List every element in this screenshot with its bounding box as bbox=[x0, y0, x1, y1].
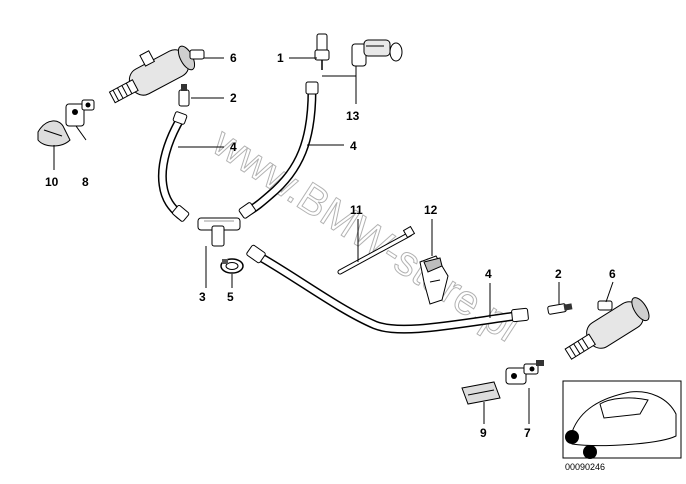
callout-6-lower: 6 bbox=[609, 267, 616, 281]
bracket-lower[interactable] bbox=[505, 360, 544, 385]
washer-pump-lower[interactable] bbox=[561, 294, 653, 366]
callout-4-top: 4 bbox=[350, 139, 357, 153]
check-valve-lower[interactable] bbox=[547, 303, 573, 315]
wiper-blade-left[interactable] bbox=[37, 120, 71, 147]
callout-3: 3 bbox=[199, 290, 206, 304]
callout-7: 7 bbox=[524, 426, 531, 440]
wiper-blade-lower[interactable] bbox=[461, 381, 501, 405]
cable-tie[interactable] bbox=[337, 225, 416, 275]
hose-top[interactable] bbox=[238, 81, 319, 219]
callout-4-right: 4 bbox=[485, 267, 492, 281]
callout-6-upper: 6 bbox=[230, 51, 237, 65]
connector-1[interactable] bbox=[314, 33, 330, 70]
t-connector[interactable] bbox=[197, 217, 241, 247]
callout-8: 8 bbox=[82, 175, 89, 189]
callout-2-lower: 2 bbox=[555, 267, 562, 281]
callout-11: 11 bbox=[350, 203, 363, 217]
marker-right-headlight bbox=[583, 445, 597, 459]
callout-9: 9 bbox=[480, 426, 487, 440]
check-valve-upper[interactable] bbox=[178, 84, 190, 107]
callout-10: 10 bbox=[45, 175, 59, 189]
elbow-connector[interactable] bbox=[351, 39, 403, 67]
leader-lines bbox=[53, 57, 614, 424]
hose-clamp[interactable] bbox=[220, 258, 244, 274]
watermark: www.BMW-store.pl bbox=[204, 118, 527, 351]
vehicle-thumbnail bbox=[562, 380, 682, 459]
callout-5: 5 bbox=[227, 290, 234, 304]
diagram-code: 00090246 bbox=[565, 462, 605, 472]
callout-12: 12 bbox=[424, 203, 438, 217]
callout-4-left: 4 bbox=[230, 140, 237, 154]
callout-13: 13 bbox=[346, 109, 360, 123]
callout-1: 1 bbox=[277, 51, 284, 65]
hose-left[interactable] bbox=[157, 111, 190, 222]
hose-long[interactable] bbox=[246, 244, 529, 334]
hose-holder[interactable] bbox=[419, 255, 449, 305]
bracket-left[interactable] bbox=[65, 99, 95, 127]
callout-2-upper: 2 bbox=[230, 91, 237, 105]
marker-left-headlight bbox=[565, 430, 579, 444]
washer-pump-upper[interactable] bbox=[101, 34, 205, 110]
